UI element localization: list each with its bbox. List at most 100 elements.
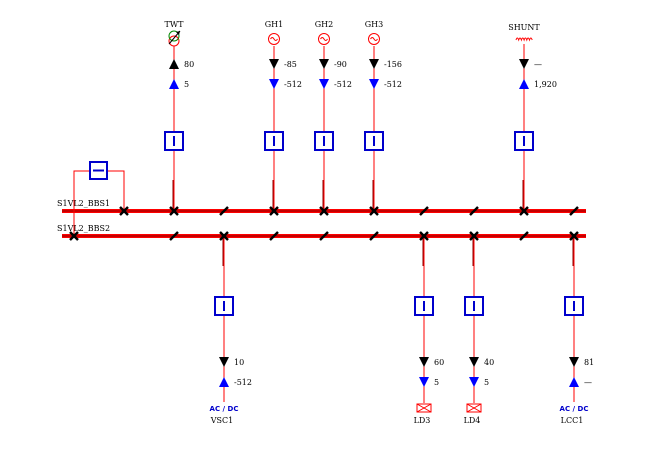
feeder-breaker[interactable] (564, 296, 584, 316)
disconnector-open-icon[interactable] (219, 206, 229, 216)
feeder-gh1[interactable]: GH1 -85 -512 (264, 20, 302, 211)
flow-value: 60 (434, 358, 444, 367)
disconnector-open-icon[interactable] (319, 231, 329, 241)
flow-value: -512 (334, 80, 352, 89)
reactive-power-arrow (519, 79, 529, 89)
flow-value: 40 (484, 358, 494, 367)
flow-value: — (534, 60, 542, 69)
disconnector-open-icon[interactable] (369, 231, 379, 241)
bus-switches (169, 206, 579, 241)
feeder-vsc1[interactable]: 10 -512 AC / DC VSC1 (210, 236, 252, 425)
reactive-power-arrow (219, 377, 229, 387)
active-power-arrow (569, 357, 579, 367)
disconnector-closed-icon[interactable] (119, 206, 129, 216)
feeder-breaker[interactable] (514, 131, 534, 151)
disconnector-closed-icon[interactable] (169, 206, 179, 216)
feeder-lcc1[interactable]: 81 — AC / DC LCC1 (560, 236, 595, 425)
feeder-label: SHUNT (508, 23, 540, 32)
disconnector-open-icon[interactable] (269, 231, 279, 241)
busbar-bbs2[interactable]: S1VL2_BBS2 (57, 224, 586, 238)
active-power-arrow (319, 59, 329, 69)
busbar-label: S1VL2_BBS2 (57, 224, 110, 233)
disconnector-open-icon[interactable] (569, 206, 579, 216)
feeder-breaker[interactable] (214, 296, 234, 316)
flow-value: 5 (484, 378, 489, 387)
flow-value: 81 (584, 358, 594, 367)
feeder-label: GH3 (365, 20, 383, 29)
flow-value: — (584, 378, 592, 387)
feeder-breaker[interactable] (264, 131, 284, 151)
feeder-label: VSC1 (210, 416, 233, 425)
active-power-arrow (269, 59, 279, 69)
flow-value: -512 (384, 80, 402, 89)
feeder-breaker[interactable] (414, 296, 434, 316)
reactive-power-arrow (369, 79, 379, 89)
feeder-gh3[interactable]: GH3 -156 -512 (364, 20, 402, 211)
generator-icon (318, 33, 330, 45)
ac-dc-converter-icon: AC / DC (560, 405, 589, 413)
flow-value: 1,920 (534, 80, 557, 89)
reactive-power-arrow (269, 79, 279, 89)
load-icon (466, 403, 482, 413)
disconnector-open-icon[interactable] (469, 206, 479, 216)
disconnector-closed-icon[interactable] (219, 231, 229, 241)
disconnector-open-icon[interactable] (169, 231, 179, 241)
disconnector-closed-icon[interactable] (369, 206, 379, 216)
feeder-breaker[interactable] (364, 131, 384, 151)
flow-value: -512 (284, 80, 302, 89)
flow-value: -512 (234, 378, 252, 387)
disconnector-closed-icon[interactable] (469, 231, 479, 241)
reactive-power-arrow (419, 377, 429, 387)
reactive-power-arrow (169, 79, 179, 89)
feeder-label: LCC1 (561, 416, 584, 425)
busbar-label: S1VL2_BBS1 (57, 199, 110, 208)
feeder-breaker[interactable] (464, 296, 484, 316)
shunt-icon (515, 37, 533, 42)
feeder-gh2[interactable]: GH2 -90 -512 (314, 20, 352, 211)
active-power-arrow (169, 59, 179, 69)
feeder-breaker[interactable] (164, 131, 184, 151)
disconnector-open-icon[interactable] (419, 206, 429, 216)
feeder-twt[interactable]: TWT 80 5 (164, 20, 195, 211)
disconnector-closed-icon[interactable] (519, 206, 529, 216)
flow-value: 10 (234, 358, 244, 367)
flow-value: -156 (384, 60, 402, 69)
active-power-arrow (519, 59, 529, 69)
reactive-power-arrow (469, 377, 479, 387)
generator-icon (368, 33, 380, 45)
reactive-power-arrow (569, 377, 579, 387)
ac-dc-converter-icon: AC / DC (210, 405, 239, 413)
generator-icon (268, 33, 280, 45)
active-power-arrow (419, 357, 429, 367)
feeder-breaker[interactable] (314, 131, 334, 151)
flow-value: 80 (184, 60, 194, 69)
reactive-power-arrow (319, 79, 329, 89)
top-feeders: TWT 80 5 GH1 -85 -512 GH2 -90 -512 GH3 -156 -512 SHU… (164, 20, 557, 211)
load-icon (416, 403, 432, 413)
flow-value: -85 (284, 60, 297, 69)
disconnector-closed-icon[interactable] (319, 206, 329, 216)
bus-coupler[interactable] (69, 161, 129, 241)
feeder-label: TWT (165, 20, 185, 29)
disconnector-closed-icon[interactable] (69, 231, 79, 241)
feeder-label: LD4 (464, 416, 481, 425)
flow-value: 5 (434, 378, 439, 387)
feeder-label: LD3 (414, 416, 431, 425)
flow-value: -90 (334, 60, 347, 69)
disconnector-closed-icon[interactable] (419, 231, 429, 241)
disconnector-closed-icon[interactable] (269, 206, 279, 216)
flow-value: 5 (184, 80, 189, 89)
feeder-label: GH1 (265, 20, 283, 29)
feeder-label: GH2 (315, 20, 333, 29)
disconnector-closed-icon[interactable] (569, 231, 579, 241)
feeder-shunt[interactable]: SHUNT — 1,920 (508, 23, 557, 211)
active-power-arrow (369, 59, 379, 69)
active-power-arrow (219, 357, 229, 367)
disconnector-open-icon[interactable] (519, 231, 529, 241)
transformer-icon (168, 30, 181, 47)
active-power-arrow (469, 357, 479, 367)
